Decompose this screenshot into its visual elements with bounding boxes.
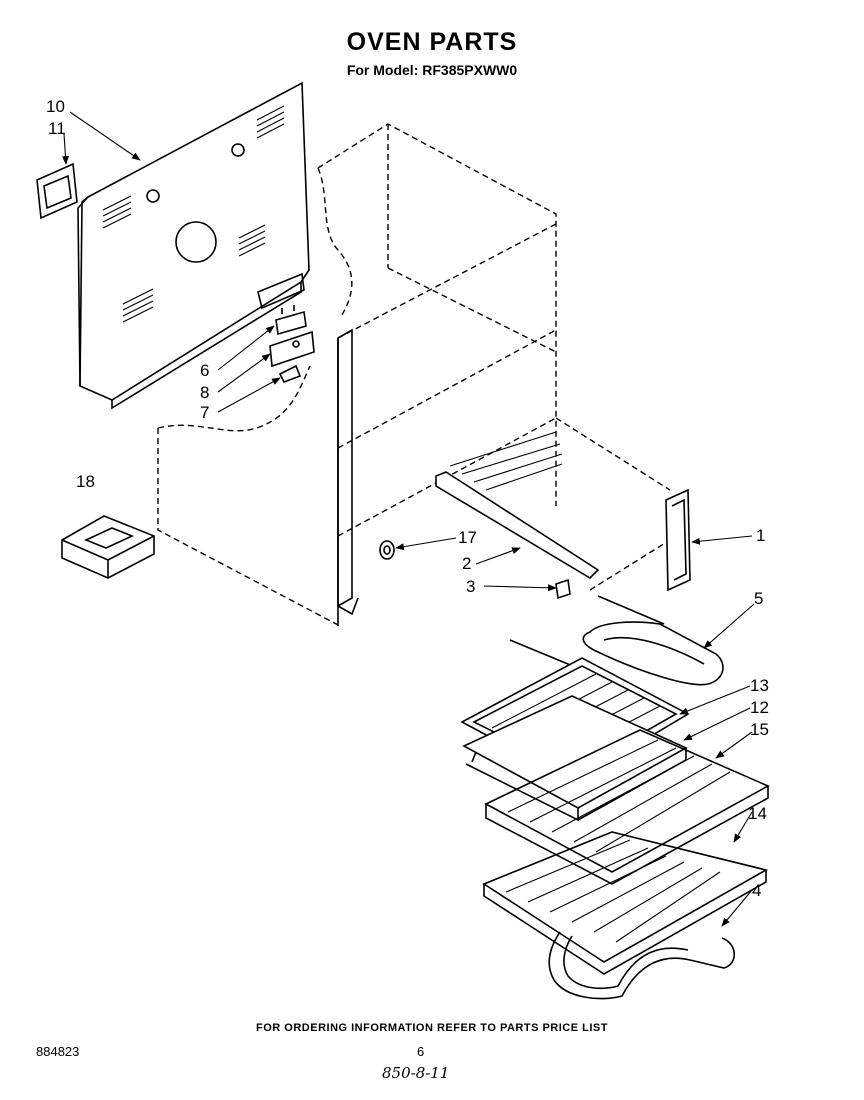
- broil-element-part-5: [509, 595, 724, 686]
- clip-part-7: [278, 364, 302, 384]
- oven-rack-part-14: [482, 831, 769, 975]
- trim-part-1: [665, 488, 691, 592]
- callout-leaders: [61, 111, 755, 927]
- document-number: 884823: [36, 1044, 80, 1059]
- page-title: OVEN PARTS: [346, 28, 518, 56]
- label-part-6: 6: [200, 361, 209, 380]
- handwritten-code: 850-8-11: [382, 1064, 450, 1082]
- label-part-14: 14: [748, 804, 767, 823]
- broil-pan-part-12: [462, 695, 688, 822]
- kit-box-part-18: [61, 515, 155, 579]
- rear-panel-part-10: [77, 81, 310, 410]
- page-number: 6: [417, 1044, 425, 1059]
- label-part-5: 5: [754, 589, 763, 608]
- label-part-11: 11: [48, 119, 66, 138]
- clip-part-3: [555, 578, 571, 600]
- bracket-part-2: [435, 431, 600, 580]
- grommet-part-17: [379, 540, 395, 560]
- label-part-7: 7: [200, 403, 209, 422]
- model-subtitle: For Model: RF385PXWW0: [346, 62, 518, 78]
- label-part-12: 12: [750, 698, 769, 717]
- label-part-10: 10: [46, 97, 65, 116]
- bake-element-part-4: [548, 931, 736, 1000]
- label-part-4: 4: [752, 881, 761, 900]
- label-part-1: 1: [756, 526, 765, 545]
- bracket-part-8: [269, 330, 315, 368]
- label-part-18: 18: [76, 472, 95, 491]
- label-part-17: 17: [458, 528, 477, 547]
- label-part-3: 3: [466, 577, 475, 596]
- ordering-note: FOR ORDERING INFORMATION REFER TO PARTS …: [256, 1022, 608, 1034]
- label-part-8: 8: [200, 383, 209, 402]
- label-part-13: 13: [750, 676, 769, 695]
- gasket-part-11: [36, 162, 78, 220]
- label-part-2: 2: [462, 554, 471, 573]
- bracket-part-6: [275, 305, 307, 336]
- label-part-15: 15: [750, 720, 769, 739]
